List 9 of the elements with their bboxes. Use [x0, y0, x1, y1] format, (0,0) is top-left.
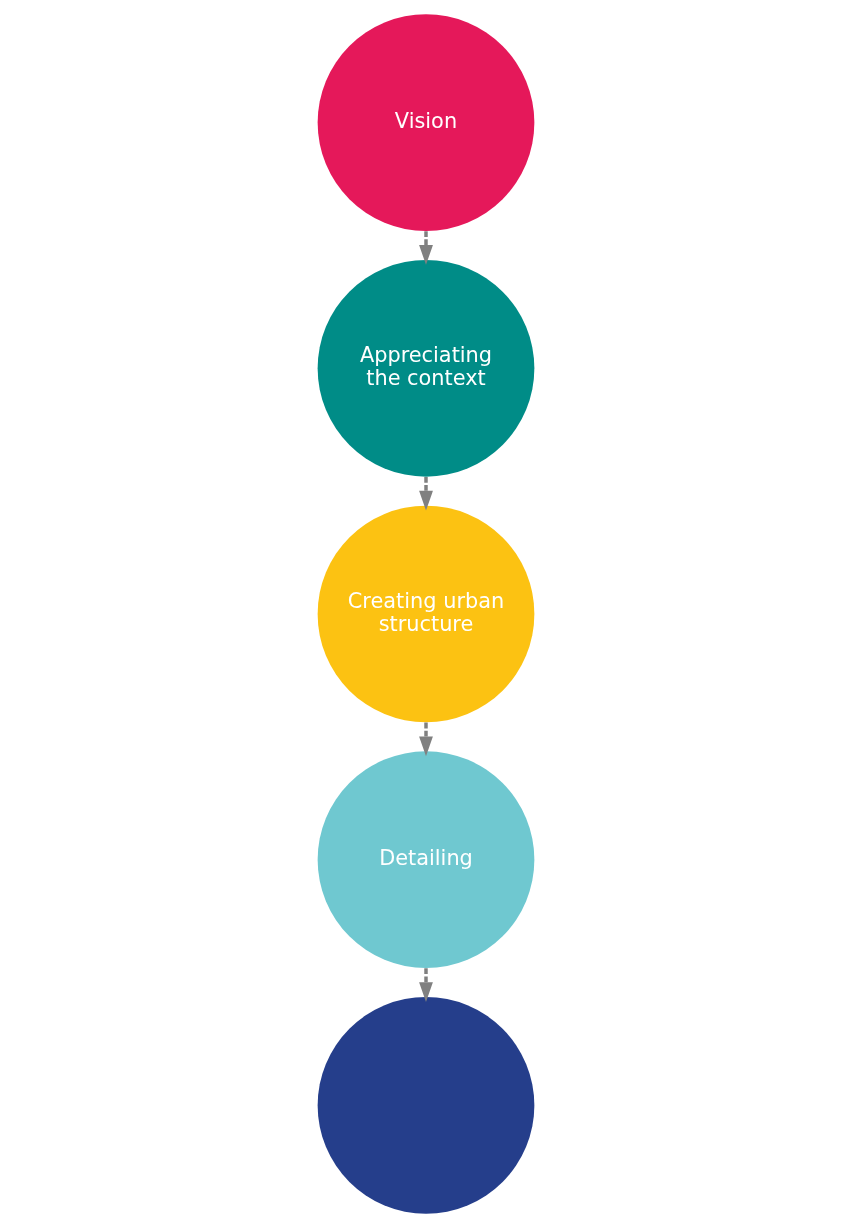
node-circle — [317, 997, 535, 1214]
node-circle: Creating urban structure — [317, 505, 535, 723]
arrow — [419, 722, 433, 757]
arrow — [419, 476, 433, 511]
arrow — [419, 231, 433, 265]
node-circle: Detailing — [317, 751, 535, 969]
node-circle: Appreciating the context — [317, 259, 535, 477]
arrow — [419, 968, 433, 1002]
node-circle: Vision — [317, 14, 535, 231]
